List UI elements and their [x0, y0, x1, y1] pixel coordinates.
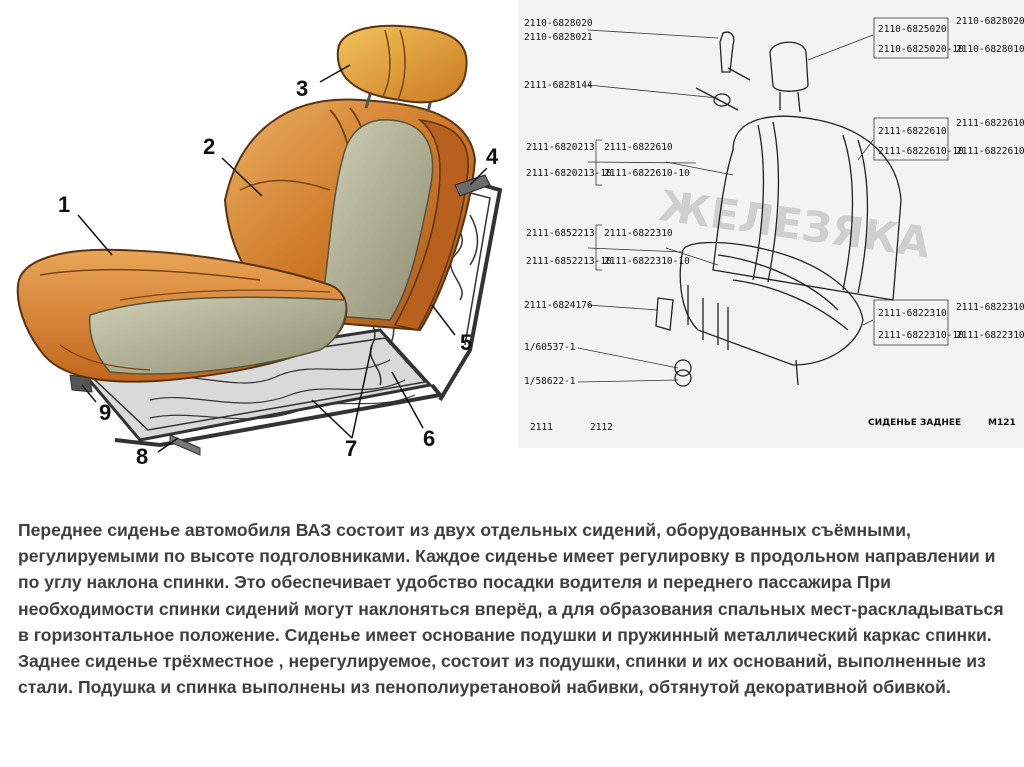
pn-cushion-cover-2: 2111-6822310-10: [604, 256, 690, 267]
pn-cushion-cover-1: 2111-6822310: [604, 228, 673, 239]
watermark: ЖЕЛЕЗЯКА: [656, 181, 933, 268]
pn-headrest-right-a-2: 2110-6825020-10: [878, 44, 964, 55]
callout-9: 9: [99, 400, 111, 425]
seat-cushion: [16, 248, 348, 383]
callout-6: 6: [423, 426, 435, 451]
pn-cushion-frame-1: 2111-6852213: [526, 228, 595, 239]
model-label-2111: 2111: [530, 422, 553, 433]
pn-back-cover-2: 2111-6822610-10: [604, 168, 690, 179]
pn-back-right-b-1: 2111-6822610: [956, 118, 1024, 129]
pn-back-frame-2: 2111-6820213-10: [526, 168, 612, 179]
pn-cushion-right-b-1: 2111-6822310: [956, 302, 1024, 313]
sheet-number: М121: [988, 418, 1016, 428]
pn-bolt: 2111-6828144: [524, 80, 593, 91]
pn-cushion-right-a-2: 2111-6822310-10: [878, 330, 964, 341]
rear-seat-drawing: [655, 31, 902, 387]
pn-headrest-left-1: 2110-6828020: [524, 18, 593, 29]
pn-back-right-a-2: 2111-6822610-10: [878, 146, 964, 157]
callout-3: 3: [296, 76, 308, 101]
pn-back-frame-1: 2111-6820213: [526, 142, 595, 153]
front-seat-illustration: 1 2 3 4 5 6 7 8 9: [16, 24, 503, 469]
pn-cushion-right-a-1: 2111-6822310: [878, 308, 947, 319]
pn-headrest-right-b-1: 2110-6828020: [956, 16, 1024, 27]
rear-leaders: [577, 29, 874, 383]
diagram-caption: СИДЕНЬЕ ЗАДНЕЕ: [868, 418, 961, 428]
label-brackets: [595, 17, 949, 346]
callout-leaders: [77, 64, 488, 453]
pn-back-cover-1: 2111-6822610: [604, 142, 673, 153]
callout-4: 4: [486, 144, 499, 169]
model-label-2112: 2112: [590, 422, 613, 433]
callout-2: 2: [203, 134, 215, 159]
recline-lever: [454, 174, 491, 197]
description-text: Переднее сиденье автомобиля ВАЗ состоит …: [18, 520, 1004, 698]
rear-seat-diagram: ЖЕЛЕЗЯКА: [518, 0, 1024, 448]
pn-cushion-frame-2: 2111-6852213-10: [526, 256, 612, 267]
pn-back-right-a-1: 2111-6822610: [878, 126, 947, 137]
pn-headrest-left-2: 2110-6828021: [524, 32, 593, 43]
pn-bolt-2: 1/60537-1: [524, 342, 576, 353]
callout-8: 8: [136, 444, 148, 469]
callout-5: 5: [460, 330, 472, 355]
callout-1: 1: [58, 192, 70, 217]
pn-headrest-right-a-1: 2110-6825020: [878, 24, 947, 35]
callout-7: 7: [345, 436, 357, 461]
pn-nut: 1/58622-1: [524, 376, 576, 387]
pn-back-right-b-2: 2111-6822610-10: [956, 146, 1024, 157]
pn-headrest-right-b-2: 2110-6828010: [956, 44, 1024, 55]
headrest: [336, 24, 468, 113]
pn-bracket: 2111-6824176: [524, 300, 593, 311]
pn-cushion-right-b-2: 2111-6822310-10: [956, 330, 1024, 341]
